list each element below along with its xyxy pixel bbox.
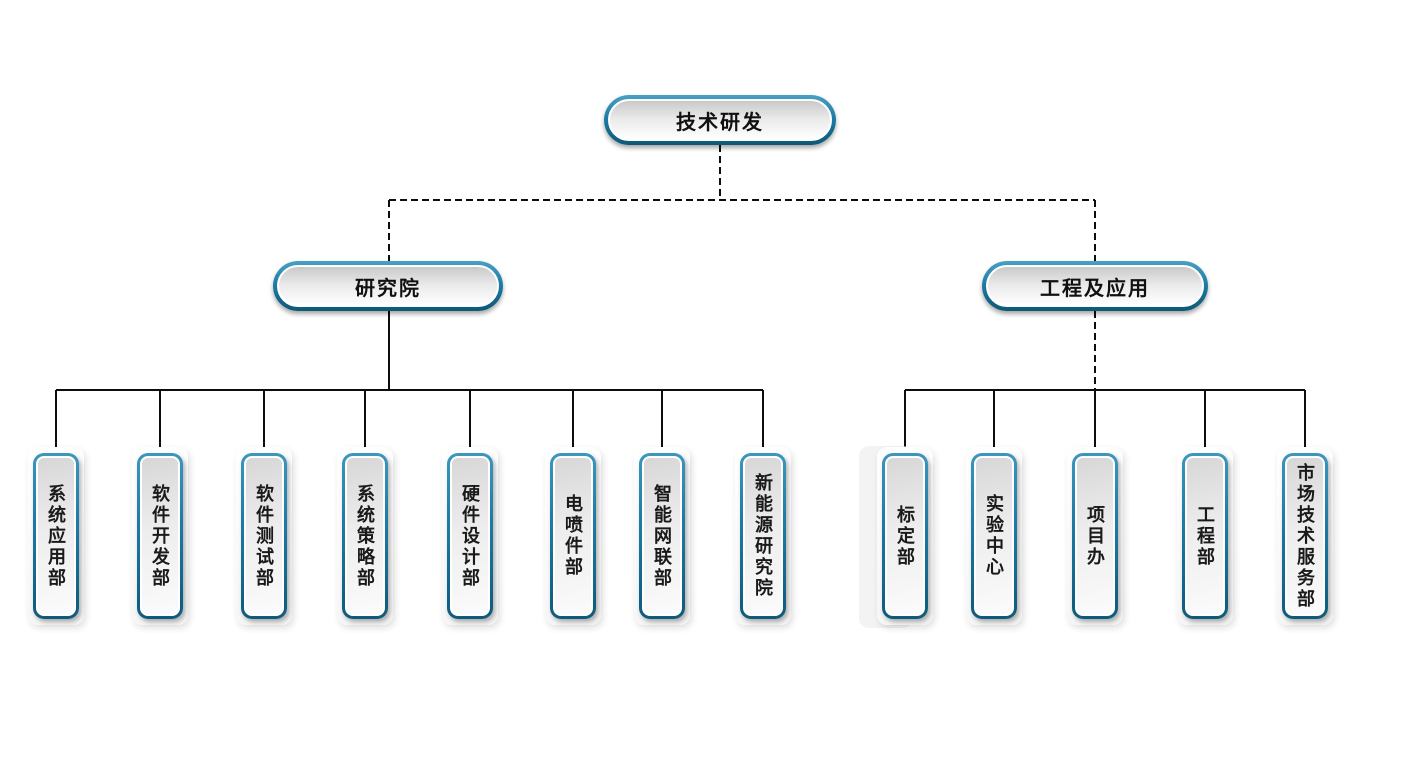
- node-branch-engineering: 工程及应用: [982, 261, 1208, 311]
- node-dept-box: 市场技术服务部: [1282, 453, 1328, 619]
- node-dept-box: 系统策略部: [342, 453, 388, 619]
- node-dept-box: 软件测试部: [241, 453, 287, 619]
- node-dept-box: 电喷件部: [550, 453, 596, 619]
- dashed-connector-root: [388, 145, 1096, 261]
- node-dept-label: 系统策略部: [345, 456, 385, 616]
- node-dept-label: 电喷件部: [553, 456, 593, 616]
- node-dept-label: 新能源研究院: [743, 456, 783, 616]
- node-dept-label: 软件开发部: [140, 456, 180, 616]
- node-dept-box: 智能网联部: [639, 453, 685, 619]
- node-dept-box: 硬件设计部: [447, 453, 493, 619]
- node-root: 技术研发: [604, 95, 836, 145]
- solid-connector-engineering-rake: [904, 389, 1306, 455]
- solid-connector-research: [55, 311, 764, 455]
- node-dept-software-testing: 软件测试部: [236, 447, 292, 625]
- node-dept-box: 新能源研究院: [740, 453, 786, 619]
- node-dept-market-tech-service: 市场技术服务部: [1277, 447, 1333, 625]
- node-root-label: 技术研发: [608, 99, 832, 141]
- node-dept-software-development: 软件开发部: [132, 447, 188, 625]
- node-dept-efi-components: 电喷件部: [545, 447, 601, 625]
- node-dept-box: 软件开发部: [137, 453, 183, 619]
- node-dept-systems-application: 系统应用部: [28, 447, 84, 625]
- node-dept-label: 软件测试部: [244, 456, 284, 616]
- node-dept-box: 工程部: [1182, 453, 1228, 619]
- node-dept-hardware-design: 硬件设计部: [442, 447, 498, 625]
- node-dept-box: 实验中心: [971, 453, 1017, 619]
- node-dept-box: 标定部: [882, 453, 928, 619]
- node-dept-box: 项目办: [1072, 453, 1118, 619]
- node-branch-engineering-label: 工程及应用: [986, 265, 1204, 307]
- node-dept-project-office: 项目办: [1067, 447, 1123, 625]
- node-dept-label: 系统应用部: [36, 456, 76, 616]
- node-dept-intelligent-connectivity: 智能网联部: [634, 447, 690, 625]
- node-branch-research-label: 研究院: [277, 265, 499, 307]
- node-dept-box: 系统应用部: [33, 453, 79, 619]
- node-dept-label: 标定部: [885, 456, 925, 616]
- node-dept-label: 实验中心: [974, 456, 1014, 616]
- node-dept-label: 工程部: [1185, 456, 1225, 616]
- node-dept-new-energy-institute: 新能源研究院: [735, 447, 791, 625]
- node-dept-system-strategy: 系统策略部: [337, 447, 393, 625]
- node-dept-label: 智能网联部: [642, 456, 682, 616]
- node-dept-label: 市场技术服务部: [1285, 456, 1325, 616]
- node-dept-label: 项目办: [1075, 456, 1115, 616]
- node-dept-laboratory-center: 实验中心: [966, 447, 1022, 625]
- node-branch-research: 研究院: [273, 261, 503, 311]
- node-dept-label: 硬件设计部: [450, 456, 490, 616]
- node-dept-calibration: 标定部: [877, 447, 933, 625]
- node-dept-engineering: 工程部: [1177, 447, 1233, 625]
